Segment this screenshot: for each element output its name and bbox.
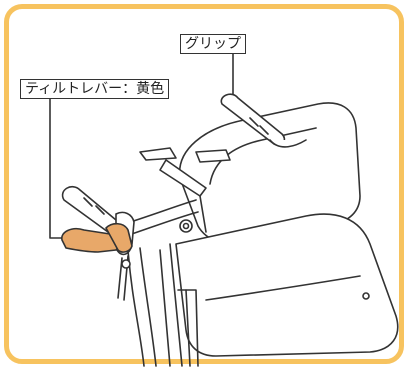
upper-brake-parts: [139, 147, 231, 197]
tilt-lever: [61, 222, 133, 301]
tilt-lever-label: ティルトレバー：黄色: [20, 79, 170, 99]
tilt-lever-leader-line: [49, 96, 77, 239]
seat-cushion: [175, 213, 399, 357]
upper-grip: [220, 93, 307, 148]
grip-label: グリップ: [180, 34, 246, 54]
